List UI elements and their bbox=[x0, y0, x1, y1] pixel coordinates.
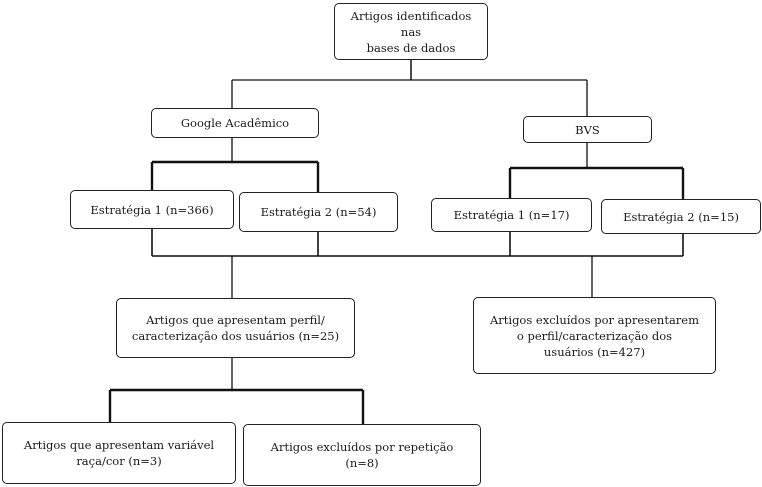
race-line2: raça/cor (n=3) bbox=[76, 454, 162, 468]
bvs-strategy1-box: Estratégia 1 (n=17) bbox=[431, 198, 592, 232]
bvs-box: BVS bbox=[523, 116, 652, 143]
excluded-repetition-box: Artigos excluídos por repetição (n=8) bbox=[243, 424, 481, 486]
race-line1: Artigos que apresentam variável bbox=[23, 438, 215, 452]
google-strategy2-box: Estratégia 2 (n=54) bbox=[239, 192, 398, 232]
excluded-profile-line3: usuários (n=427) bbox=[543, 344, 646, 359]
race-variable-box: Artigos que apresentam variável raça/cor… bbox=[2, 422, 236, 484]
included-line1: Artigos que apresentam perfil/ bbox=[146, 313, 325, 327]
google-academico-label: Google Acadêmico bbox=[180, 116, 290, 130]
root-line2: bases de dados bbox=[366, 40, 456, 55]
google-academico-box: Google Acadêmico bbox=[151, 108, 319, 138]
excluded-profile-box: Artigos excluídos por apresentarem o per… bbox=[473, 297, 716, 374]
google-strategy1-box: Estratégia 1 (n=366) bbox=[70, 190, 234, 229]
excluded-profile-line2: o perfil/caracterização dos bbox=[516, 328, 673, 343]
bvs-strategy2-box: Estratégia 2 (n=15) bbox=[601, 199, 761, 234]
bvs-strategy2-label: Estratégia 2 (n=15) bbox=[623, 209, 739, 224]
bvs-label: BVS bbox=[575, 122, 600, 137]
root-box: Artigos identificados nas bases de dados bbox=[334, 3, 488, 60]
root-line1: Artigos identificados nas bbox=[350, 8, 472, 39]
included-articles-box: Artigos que apresentam perfil/ caracteri… bbox=[116, 298, 355, 358]
excluded-profile-line1: Artigos excluídos por apresentarem bbox=[489, 312, 700, 327]
google-strategy2-label: Estratégia 2 (n=54) bbox=[260, 205, 377, 219]
bvs-strategy1-label: Estratégia 1 (n=17) bbox=[453, 208, 570, 222]
excluded-repetition-line1: Artigos excluídos por repetição bbox=[270, 440, 454, 454]
included-line2: caracterização dos usuários (n=25) bbox=[131, 329, 340, 343]
google-strategy1-label: Estratégia 1 (n=366) bbox=[90, 202, 214, 217]
excluded-repetition-line2: (n=8) bbox=[345, 456, 379, 470]
